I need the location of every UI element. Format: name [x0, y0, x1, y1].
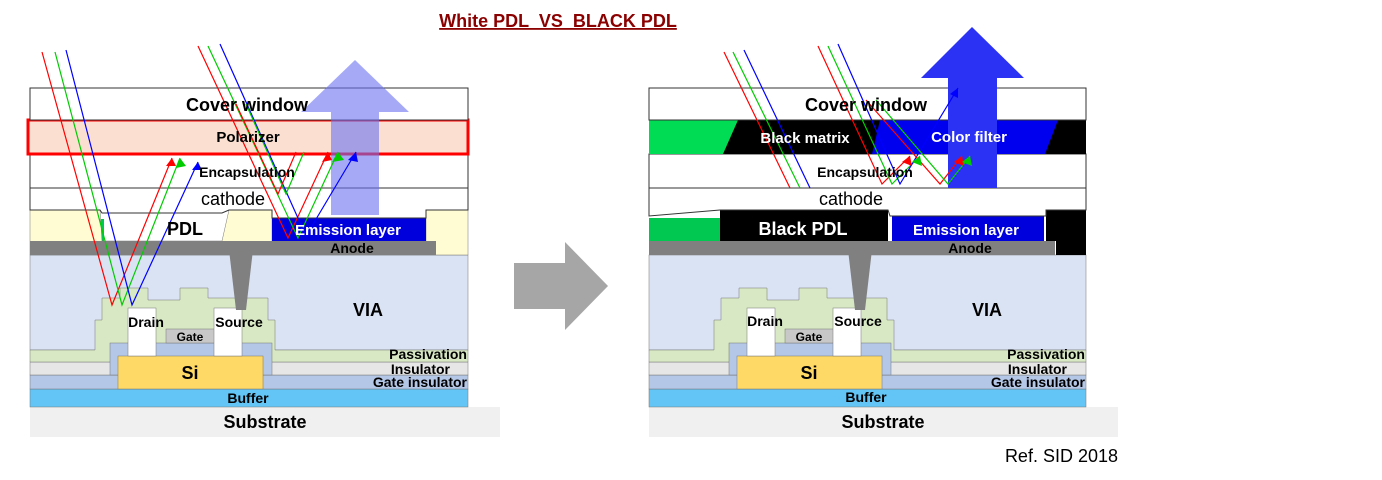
- left-label-emission-layer: Emission layer: [295, 222, 401, 239]
- reference-label: Ref. SID 2018: [1005, 446, 1118, 466]
- right-label-emission-layer: Emission layer: [913, 222, 1019, 239]
- right-label-gate: Gate: [796, 330, 823, 344]
- left-ray-arrowheads: [166, 152, 358, 170]
- left-panel: Cover window Polarizer Encapsulation cat…: [26, 43, 500, 437]
- right-label-insulator: Insulator: [1008, 361, 1068, 377]
- left-rays: [41, 43, 357, 307]
- right-emission-layer: [892, 216, 1044, 241]
- right-panel: Cover window Black matrix Color filter E…: [648, 27, 1118, 437]
- right-ray-arrowheads: [902, 88, 972, 166]
- right-anode-via: [847, 241, 873, 310]
- left-label-cover-window: Cover window: [186, 95, 309, 115]
- right-label-color-filter: Color filter: [931, 129, 1007, 146]
- right-label-source: Source: [834, 313, 882, 329]
- right-emission-arrow: [921, 27, 1024, 188]
- left-drain-contact: [127, 307, 157, 357]
- center-arrow: [514, 242, 608, 330]
- right-cathode: [648, 187, 1087, 217]
- left-encapsulation: [29, 153, 469, 189]
- left-label-passivation: Passivation: [389, 346, 467, 362]
- left-label-gate-insulator: Gate insulator: [373, 374, 468, 390]
- left-label-si: Si: [181, 363, 198, 383]
- right-label-cathode: cathode: [819, 189, 883, 209]
- left-label-gate: Gate: [177, 330, 204, 344]
- right-drain-contact: [746, 307, 776, 357]
- right-label-via: VIA: [972, 300, 1002, 320]
- left-label-via: VIA: [353, 300, 383, 320]
- right-label-gate-insulator: Gate insulator: [991, 374, 1086, 390]
- right-green-subpixel: [649, 218, 723, 241]
- left-label-anode: Anode: [330, 240, 374, 256]
- right-label-buffer: Buffer: [845, 389, 887, 405]
- right-label-encapsulation: Encapsulation: [817, 164, 913, 180]
- left-emission-arrow: [301, 60, 409, 215]
- right-label-passivation: Passivation: [1007, 346, 1085, 362]
- left-label-pdl: PDL: [167, 219, 203, 239]
- left-substrate: [30, 407, 500, 437]
- left-label-buffer: Buffer: [227, 390, 269, 406]
- right-label-black-matrix: Black matrix: [760, 130, 850, 147]
- right-si-layer: [736, 355, 883, 390]
- left-label-cathode: cathode: [201, 189, 265, 209]
- left-si-layer: [117, 355, 264, 390]
- right-label-cover-window: Cover window: [805, 95, 928, 115]
- right-label-drain: Drain: [747, 313, 783, 329]
- right-cover-window: [648, 87, 1087, 121]
- right-label-substrate: Substrate: [841, 412, 924, 432]
- left-label-insulator: Insulator: [391, 361, 451, 377]
- right-label-anode: Anode: [948, 240, 992, 256]
- right-label-si: Si: [800, 363, 817, 383]
- right-label-black-pdl: Black PDL: [758, 219, 847, 239]
- right-source-contact: [832, 307, 862, 357]
- left-label-polarizer: Polarizer: [216, 129, 280, 146]
- right-encapsulation: [648, 153, 1087, 189]
- left-source-contact: [213, 307, 243, 357]
- left-label-substrate: Substrate: [223, 412, 306, 432]
- diagram-title: White PDL VS BLACK PDL: [439, 11, 677, 31]
- right-substrate: [649, 407, 1118, 437]
- left-label-encapsulation: Encapsulation: [199, 164, 295, 180]
- left-label-drain: Drain: [128, 314, 164, 330]
- right-green-filter: [649, 120, 738, 154]
- left-label-source: Source: [215, 314, 263, 330]
- left-anode-via: [228, 241, 254, 310]
